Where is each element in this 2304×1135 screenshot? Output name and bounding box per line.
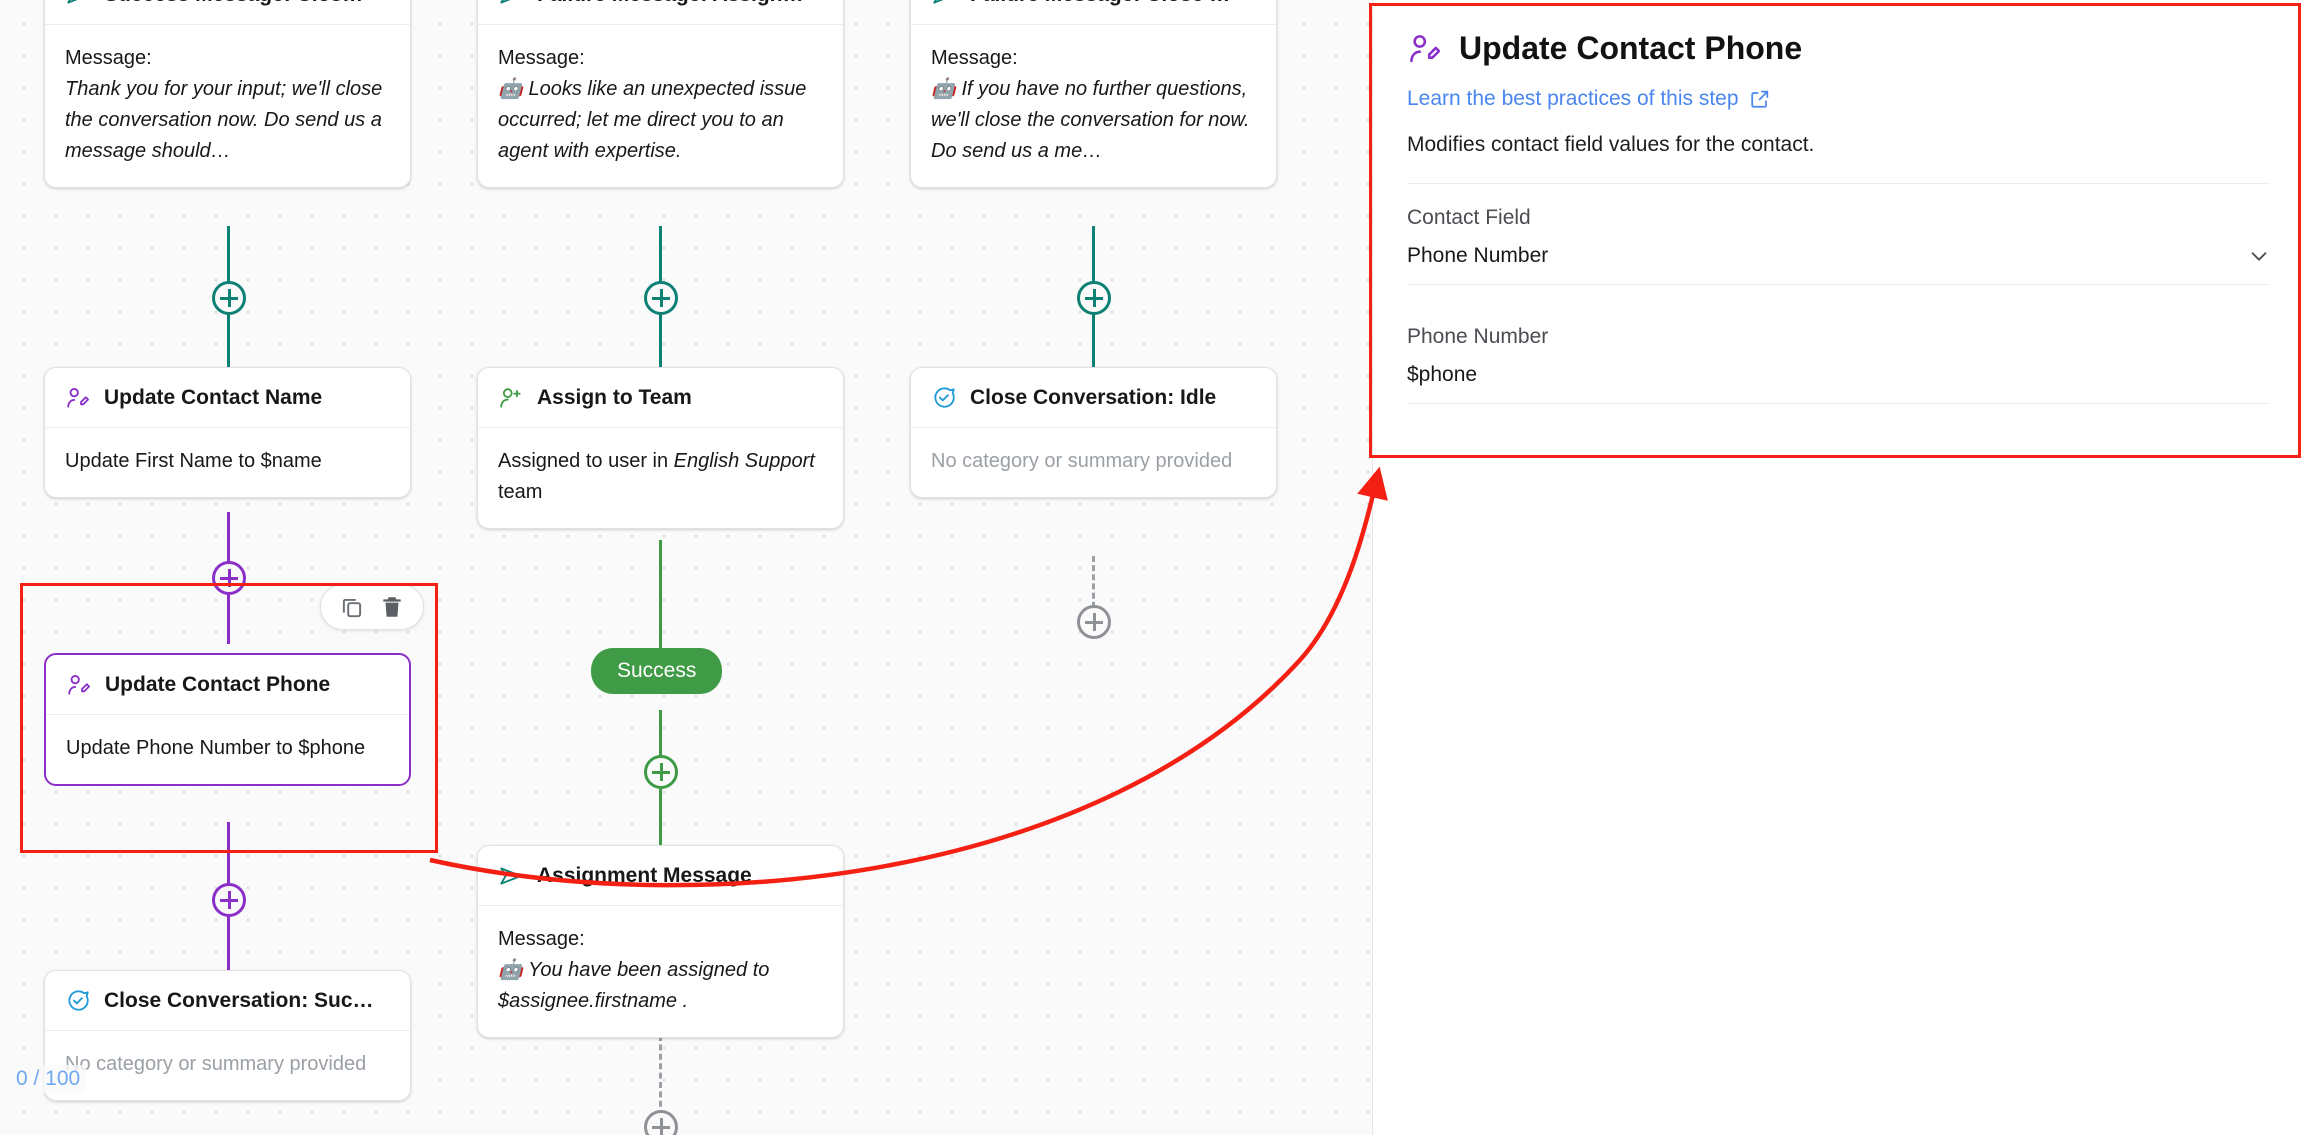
node-close-conversation-idle[interactable]: Close Conversation: Idle No category or … <box>910 367 1277 498</box>
node-header: Close Conversation: Idle <box>911 368 1276 428</box>
panel-divider <box>1407 183 2270 184</box>
node-header: Failure Message: Assign… <box>478 0 843 25</box>
node-header: Update Contact Name <box>45 368 410 428</box>
field-label: Contact Field <box>1407 206 1531 229</box>
node-title: Success Message: Clos… <box>104 0 363 7</box>
connector-green-col2-a <box>659 540 662 660</box>
node-title: Assignment Message <box>537 864 752 887</box>
trash-icon[interactable] <box>379 594 405 620</box>
add-step-button-col1-mid[interactable] <box>212 561 246 595</box>
node-action-toolbar[interactable] <box>320 584 424 630</box>
node-title: Assign to Team <box>537 386 692 409</box>
node-body: Assigned to user in English Support team <box>478 428 843 528</box>
message-label: Message: <box>65 47 152 69</box>
message-label: Message: <box>498 47 585 69</box>
contact-edit-icon <box>1410 34 1441 62</box>
node-title: Update Contact Name <box>104 386 323 409</box>
node-title: Failure Message: Assign… <box>537 0 803 7</box>
node-title: Failure Message: Close … <box>970 0 1230 7</box>
close-conversation-icon <box>934 387 955 408</box>
send-message-icon <box>500 0 511 4</box>
external-link-icon <box>1750 90 1768 108</box>
node-header: Assignment Message <box>478 846 843 906</box>
panel-title: Update Contact Phone <box>1459 30 1803 66</box>
add-step-button-col2-mid[interactable] <box>644 755 678 789</box>
workflow-canvas[interactable]: Success Success Message: Clos… Message: … <box>0 0 1372 1135</box>
best-practices-link[interactable]: Learn the best practices of this step <box>1407 87 1771 111</box>
zoom-level-indicator[interactable]: 0 / 100 <box>10 1065 87 1093</box>
add-step-button-col3-bottom[interactable] <box>1077 605 1111 639</box>
panel-header: Update Contact Phone <box>1407 30 2270 67</box>
field-phone-number: Phone Number $phone <box>1407 325 2270 404</box>
node-assign-to-team[interactable]: Assign to Team Assigned to user in Engli… <box>477 367 844 529</box>
node-body: Message: 🤖 Looks like an unexpected issu… <box>478 25 843 187</box>
field-value: Phone Number <box>1407 244 1549 267</box>
field-label: Phone Number <box>1407 325 1549 348</box>
node-failure-message-close[interactable]: Failure Message: Close … Message: 🤖 If y… <box>910 0 1277 188</box>
contact-edit-icon <box>67 387 89 408</box>
node-body: Message: Thank you for your input; we'll… <box>45 25 410 187</box>
assign-prefix: Assigned to user in <box>498 450 674 472</box>
node-header: Assign to Team <box>478 368 843 428</box>
contact-field-dropdown[interactable]: Phone Number <box>1407 244 2270 285</box>
node-update-contact-phone[interactable]: Update Contact Phone Update Phone Number… <box>44 653 411 786</box>
message-text: 🤖 You have been assigned to $assignee.fi… <box>498 959 770 1012</box>
node-body: No category or summary provided <box>65 1053 367 1075</box>
node-title: Close Conversation: Idle <box>970 386 1217 409</box>
close-conversation-icon <box>68 990 89 1011</box>
assign-team-name: English Support <box>673 450 815 472</box>
node-success-message-close[interactable]: Success Message: Clos… Message: Thank yo… <box>44 0 411 188</box>
node-header: Update Contact Phone <box>46 655 409 715</box>
node-assignment-message[interactable]: Assignment Message Message: 🤖 You have b… <box>477 845 844 1038</box>
add-step-button-col1-bottom[interactable] <box>212 883 246 917</box>
message-label: Message: <box>498 928 585 950</box>
phone-number-input[interactable]: $phone <box>1407 363 2270 404</box>
panel-description: Modifies contact field values for the co… <box>1407 133 1815 156</box>
copy-icon[interactable] <box>339 594 365 620</box>
field-spacer <box>1407 291 2270 325</box>
assign-user-icon <box>500 388 521 408</box>
connector-green-col2-c <box>659 789 662 845</box>
field-contact-field: Contact Field Phone Number <box>1407 206 2270 285</box>
node-header: Failure Message: Close … <box>911 0 1276 25</box>
node-body: Update Phone Number to $phone <box>66 737 366 759</box>
branch-label-success: Success <box>591 648 723 694</box>
send-message-icon <box>933 0 944 4</box>
message-text: Thank you for your input; we'll close th… <box>65 78 383 162</box>
node-title: Update Contact Phone <box>105 673 331 696</box>
node-body: Message: 🤖 You have been assigned to $as… <box>478 906 843 1037</box>
contact-edit-icon <box>68 674 90 695</box>
connector-dashed-col2-bottom <box>659 1035 662 1135</box>
add-step-button-col2-top[interactable] <box>644 281 678 315</box>
chevron-down-icon[interactable] <box>2248 245 2270 267</box>
field-value: $phone <box>1407 363 1478 386</box>
node-title: Close Conversation: Suc… <box>104 989 374 1012</box>
add-step-button-col1-top[interactable] <box>212 281 246 315</box>
node-header: Success Message: Clos… <box>45 0 410 25</box>
step-detail-panel: Update Contact Phone Learn the best prac… <box>1372 0 2304 1135</box>
message-label: Message: <box>931 47 1018 69</box>
node-update-contact-name[interactable]: Update Contact Name Update First Name to… <box>44 367 411 498</box>
send-message-icon <box>500 867 522 885</box>
node-body: Message: 🤖 If you have no further questi… <box>911 25 1276 187</box>
node-body: No category or summary provided <box>931 450 1233 472</box>
assign-suffix: team <box>498 481 543 503</box>
message-text: 🤖 If you have no further questions, we'l… <box>931 78 1250 162</box>
add-step-button-col2-bottom[interactable] <box>644 1110 678 1135</box>
add-step-button-col3-top[interactable] <box>1077 281 1111 315</box>
send-message-icon <box>67 0 78 4</box>
node-failure-message-assign[interactable]: Failure Message: Assign… Message: 🤖 Look… <box>477 0 844 188</box>
node-close-conversation-success[interactable]: Close Conversation: Suc… No category or … <box>44 970 411 1101</box>
node-header: Close Conversation: Suc… <box>45 971 410 1031</box>
best-practices-link-label: Learn the best practices of this step <box>1407 87 1739 110</box>
message-text: 🤖 Looks like an unexpected issue occurre… <box>498 78 807 162</box>
node-body: Update First Name to $name <box>65 450 322 472</box>
